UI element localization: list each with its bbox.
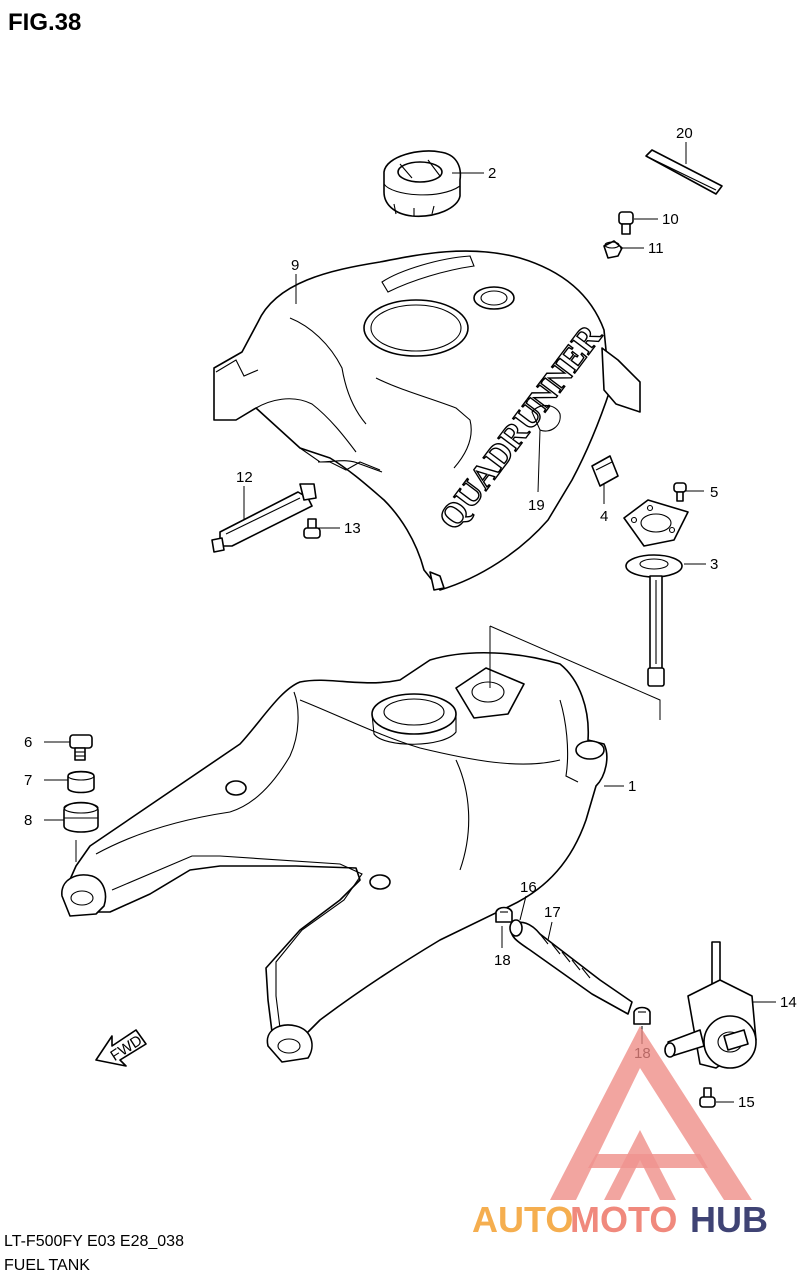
part-18-clamp-a xyxy=(495,906,513,923)
gasket-plate xyxy=(623,499,689,547)
callout-7: 7 xyxy=(24,772,32,789)
leader-lines xyxy=(44,142,776,1103)
part-19-emblem xyxy=(531,404,561,432)
part-15-screw xyxy=(699,1087,716,1108)
part-8-rubber-mount xyxy=(63,801,99,833)
part-7-collar xyxy=(67,770,95,794)
callout-4: 4 xyxy=(600,508,608,525)
part-9-tank-cover: QUADRUNNER xyxy=(213,250,641,591)
part-14-fuel-valve xyxy=(664,941,757,1069)
watermark-moto: MOTO xyxy=(570,1199,677,1240)
watermark-triangle-logo xyxy=(550,1026,752,1200)
callout-3: 3 xyxy=(710,556,718,573)
callout-numbers: 1 2 3 4 5 6 7 8 9 10 11 12 13 14 15 16 1… xyxy=(24,125,797,1111)
callout-2: 2 xyxy=(488,165,496,182)
callout-8: 8 xyxy=(24,812,32,829)
part-16-hose-end xyxy=(509,919,523,937)
part-6-bolt xyxy=(69,734,93,761)
part-18-clamp-b xyxy=(633,1006,651,1025)
figure-caption: FUEL TANK xyxy=(4,1257,90,1274)
callout-10: 10 xyxy=(662,211,679,228)
part-10-bolt xyxy=(618,211,634,235)
part-2-fuel-cap xyxy=(383,150,462,218)
part-1-fuel-tank xyxy=(61,651,608,1063)
callout-12: 12 xyxy=(236,469,253,486)
figure-title: FIG.38 xyxy=(8,9,81,36)
callout-5: 5 xyxy=(710,484,718,501)
callout-19: 19 xyxy=(528,497,545,514)
callout-17: 17 xyxy=(544,904,561,921)
callout-18-a: 18 xyxy=(494,952,511,969)
callout-14: 14 xyxy=(780,994,797,1011)
watermark-auto: AUTO xyxy=(472,1199,573,1240)
part-20-strip xyxy=(645,149,723,195)
callout-1: 1 xyxy=(628,778,636,795)
callout-6: 6 xyxy=(24,734,32,751)
part-3-fuel-gauge xyxy=(625,554,683,687)
part-13-bolt xyxy=(303,518,321,539)
fwd-arrow: FWD xyxy=(95,1029,147,1067)
part-4-label xyxy=(591,455,619,487)
assembly-lines xyxy=(75,625,661,862)
callout-20: 20 xyxy=(676,125,693,142)
part-17-fuel-hose xyxy=(510,921,633,1015)
callout-11: 11 xyxy=(648,240,664,257)
callout-9: 9 xyxy=(291,257,299,274)
callout-16: 16 xyxy=(520,879,537,896)
automotohub-watermark: AUTO MOTO HUB xyxy=(472,1026,768,1240)
part-11-collar xyxy=(603,240,623,259)
part-5-screw xyxy=(673,482,687,502)
callout-15: 15 xyxy=(738,1094,755,1111)
model-code: LT-F500FY E03 E28_038 xyxy=(4,1233,184,1250)
watermark-hub: HUB xyxy=(690,1199,768,1240)
part-12-bracket xyxy=(211,483,317,553)
callout-13: 13 xyxy=(344,520,361,537)
